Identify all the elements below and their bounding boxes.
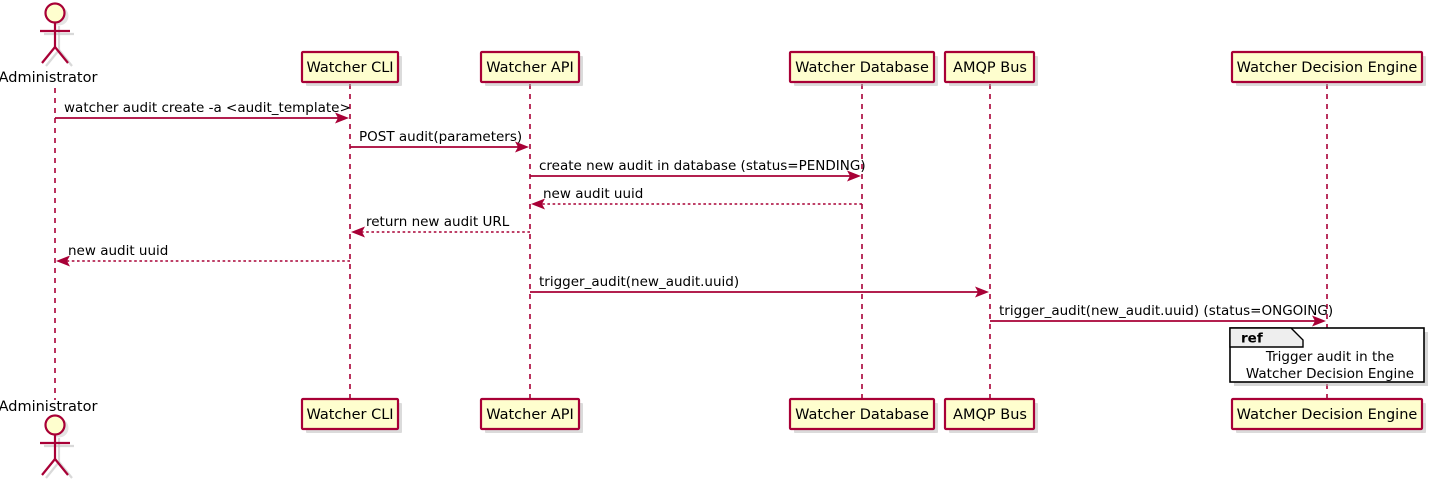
actor-leg-left-shadow (45, 461, 60, 479)
participant-top-watcher-cli[interactable]: Watcher CLI (300, 50, 402, 86)
actor-leg-left (41, 46, 56, 64)
participant-top-watcher-api[interactable]: Watcher API (479, 50, 583, 86)
message-arrowhead (847, 170, 861, 182)
participant-bottom-watcher-api[interactable]: Watcher API (479, 397, 583, 433)
participant-bottom-label-amqp-bus: AMQP Bus (953, 407, 1027, 423)
actor-administrator-top[interactable]: Administrator (0, 2, 97, 87)
message-arrowhead (56, 255, 70, 267)
participant-top-label-watcher-decision-engine: Watcher Decision Engine (1237, 60, 1418, 76)
participant-box[interactable] (300, 397, 400, 431)
actor-administrator-bottom[interactable]: Administrator (0, 399, 97, 479)
actor-leg-right (54, 46, 69, 64)
message-5-return-new-audit-url[interactable]: return new audit URL (351, 214, 530, 238)
message-label: new audit uuid (543, 186, 643, 202)
participant-top-label-watcher-cli: Watcher CLI (306, 60, 393, 76)
actor-leg-right-shadow (58, 461, 73, 479)
message-6-new-audit-uuid-cli[interactable]: new audit uuid (56, 243, 350, 267)
actor-head-icon (44, 2, 66, 24)
participant-box[interactable] (479, 50, 581, 84)
participant-bottom-label-watcher-cli: Watcher CLI (306, 407, 393, 423)
participant-box[interactable] (788, 50, 936, 84)
participant-bottom-label-watcher-decision-engine: Watcher Decision Engine (1237, 407, 1418, 423)
participant-box[interactable] (788, 397, 936, 431)
participant-box[interactable] (943, 50, 1036, 84)
actor-leg-right-shadow (58, 49, 73, 67)
participant-bottom-watcher-cli[interactable]: Watcher CLI (300, 397, 402, 433)
actor-leg-left (41, 458, 56, 476)
participant-top-label-amqp-bus: AMQP Bus (953, 60, 1027, 76)
message-arrowhead (515, 141, 529, 153)
participant-top-amqp-bus[interactable]: AMQP Bus (943, 50, 1038, 86)
message-label: POST audit(parameters) (359, 129, 522, 145)
message-label: watcher audit create -a <audit_template> (64, 100, 351, 116)
message-arrowhead (531, 198, 545, 210)
participant-bottom-label-watcher-api: Watcher API (486, 407, 574, 423)
actor-bottom-label-administrator: Administrator (0, 399, 97, 415)
participant-bottom-amqp-bus[interactable]: AMQP Bus (943, 397, 1038, 433)
message-3-create-new-audit[interactable]: create new audit in database (status=PEN… (530, 158, 866, 182)
participant-box[interactable] (300, 50, 400, 84)
lifelines-group (54, 84, 1328, 400)
participant-top-watcher-database[interactable]: Watcher Database (788, 50, 938, 86)
participant-box[interactable] (479, 397, 581, 431)
participant-top-label-watcher-api: Watcher API (486, 60, 574, 76)
message-7-trigger-audit[interactable]: trigger_audit(new_audit.uuid) (530, 274, 989, 298)
actor-head-icon (44, 414, 66, 436)
message-8-trigger-audit-ongoing[interactable]: trigger_audit(new_audit.uuid) (status=ON… (990, 303, 1333, 327)
message-label: trigger_audit(new_audit.uuid) (539, 274, 739, 290)
ref-tag-label: ref (1241, 331, 1263, 347)
message-4-new-audit-uuid-db[interactable]: new audit uuid (531, 186, 862, 210)
participant-bottom-watcher-database[interactable]: Watcher Database (788, 397, 938, 433)
message-label: new audit uuid (68, 243, 168, 259)
participants-top: Watcher CLI Watcher API Watcher Database… (300, 50, 1426, 86)
ref-body-line-1: Trigger audit in the (1265, 349, 1394, 365)
participant-top-watcher-decision-engine[interactable]: Watcher Decision Engine (1230, 50, 1426, 86)
actor-top-label-administrator: Administrator (0, 70, 97, 86)
message-label: trigger_audit(new_audit.uuid) (status=ON… (999, 303, 1333, 319)
actor-leg-right (54, 458, 69, 476)
participant-top-label-watcher-database: Watcher Database (795, 60, 929, 76)
message-arrowhead (335, 112, 349, 124)
message-label: return new audit URL (366, 214, 510, 230)
participants-bottom: Watcher CLI Watcher API Watcher Database… (300, 397, 1426, 433)
message-1-watcher-audit-create[interactable]: watcher audit create -a <audit_template> (55, 100, 351, 124)
message-arrowhead (351, 226, 365, 238)
ref-tag-shape (1229, 327, 1304, 348)
message-arrowhead (975, 286, 989, 298)
participant-bottom-watcher-decision-engine[interactable]: Watcher Decision Engine (1230, 397, 1426, 433)
message-arrowhead (1312, 315, 1326, 327)
message-label: create new audit in database (status=PEN… (539, 158, 866, 174)
ref-fragment[interactable]: ref Trigger audit in the Watcher Decisio… (1229, 327, 1428, 386)
messages-group: watcher audit create -a <audit_template>… (55, 100, 1333, 327)
message-2-post-audit[interactable]: POST audit(parameters) (350, 129, 529, 153)
participant-box[interactable] (1230, 397, 1424, 431)
participant-box[interactable] (1230, 50, 1424, 84)
ref-body-line-2: Watcher Decision Engine (1246, 366, 1414, 382)
participant-bottom-label-watcher-database: Watcher Database (795, 407, 929, 423)
actor-leg-left-shadow (45, 49, 60, 67)
participant-box[interactable] (943, 397, 1036, 431)
